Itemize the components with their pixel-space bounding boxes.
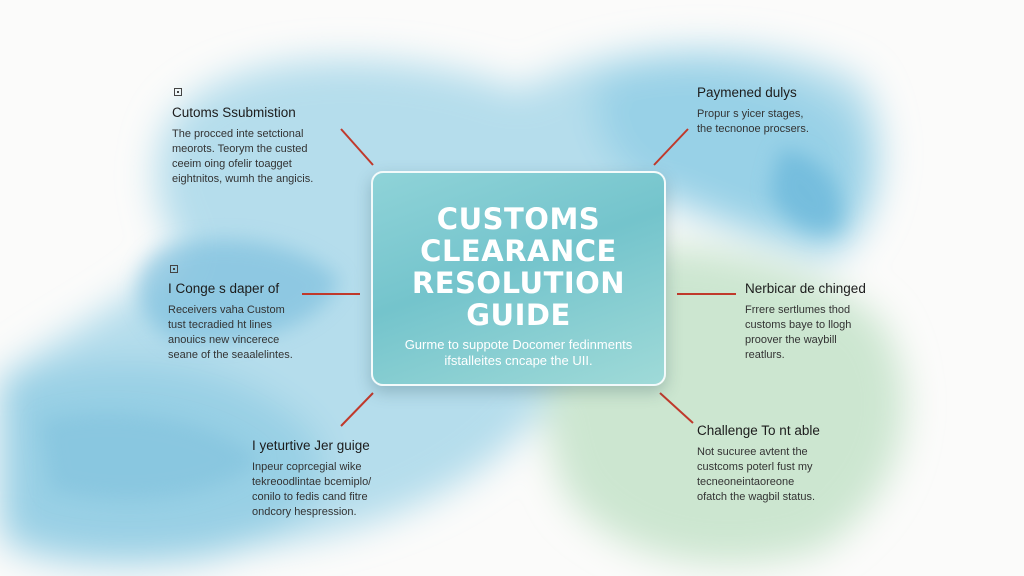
block-line: The procced inte setctional (172, 128, 304, 140)
block-line: conilo to fedis cand fitre (252, 491, 368, 503)
block-title: Nerbicar de chinged (745, 281, 866, 296)
block-line: reatlurs. (745, 349, 785, 361)
block-title: Challenge To nt able (697, 423, 820, 438)
block-title: I Conge s daper of (168, 281, 280, 296)
connector-bottom-right (659, 392, 694, 424)
corner-icon (174, 88, 182, 96)
block-title: I yeturtive Jer guige (252, 438, 370, 453)
block-line: Receivers vaha Custom (168, 304, 285, 316)
connector-top-right (653, 128, 689, 166)
block-top-left: Cutoms Ssubmistion The procced inte setc… (172, 104, 362, 187)
block-line: Inpeur coprcegial wike (252, 461, 362, 473)
center-title-line: CUSTOMS (436, 202, 601, 236)
block-line: Propur s yicer stages, (697, 108, 804, 120)
block-line: proover the waybill (745, 334, 837, 346)
corner-icon (170, 265, 178, 273)
center-title-line: RESOLUTION (411, 266, 626, 300)
block-line: the tecnonoe procsers. (697, 123, 809, 135)
center-title-line: GUIDE (466, 298, 571, 332)
block-line: tekreoodlintae bcemiplo/ (252, 476, 372, 488)
block-line: anouics new vincerece (168, 334, 280, 346)
block-line: Not sucuree avtent the (697, 446, 808, 458)
block-line: customs baye to llogh (745, 319, 852, 331)
block-bottom-right: Challenge To nt able Not sucuree avtent … (697, 422, 897, 505)
center-card: CUSTOMS CLEARANCE RESOLUTION GUIDE Gurme… (371, 171, 666, 386)
block-mid-right: Nerbicar de chinged Frrere sertlumes tho… (745, 280, 945, 363)
connector-top-left (340, 128, 374, 166)
block-top-right: Paymened dulys Propur s yicer stages, th… (697, 84, 897, 137)
block-line: seane of the seaalelintes. (168, 349, 293, 361)
block-line: meorots. Teorym the custed (172, 143, 308, 155)
block-line: ofatch the wagbil status. (697, 491, 816, 503)
block-title: Paymened dulys (697, 85, 797, 100)
center-subtitle: Gurme to suppote Docomer fedinments ifst… (389, 337, 648, 369)
center-title-line: CLEARANCE (420, 234, 617, 268)
center-title: CUSTOMS CLEARANCE RESOLUTION GUIDE (373, 203, 664, 331)
block-bottom-left: I yeturtive Jer guige Inpeur coprcegial … (252, 437, 452, 520)
block-line: tust tecradied ht lines (168, 319, 272, 331)
block-line: ondcory hespression. (252, 506, 357, 518)
block-line: Frrere sertlumes thod (745, 304, 851, 316)
block-title: Cutoms Ssubmistion (172, 105, 296, 120)
block-line: custcoms poterl fust my (697, 461, 813, 473)
block-mid-left: I Conge s daper of Receivers vaha Custom… (168, 280, 358, 363)
connector-bottom-left (340, 392, 374, 427)
center-subtitle-line: ifstalleites cncape the UII. (444, 353, 593, 368)
block-line: eightnitos, wumh the angicis. (172, 173, 314, 185)
block-line: ceeim oing ofelir toagget (172, 158, 292, 170)
center-subtitle-line: Gurme to suppote Docomer fedinments (404, 337, 633, 352)
block-line: tecneoneintaoreone (697, 476, 795, 488)
